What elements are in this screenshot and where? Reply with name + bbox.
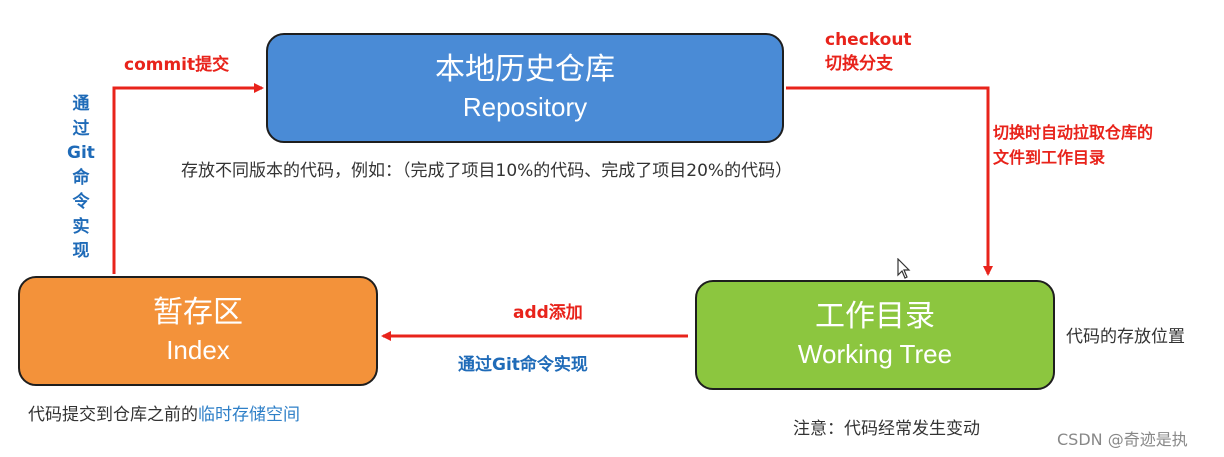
- mouse-cursor-icon: [897, 258, 911, 279]
- watermark: CSDN @奇迹是执: [1057, 430, 1188, 449]
- add-via-label: 通过Git命令实现: [458, 355, 588, 375]
- checkout-label: checkout 切换分支: [825, 28, 912, 76]
- working-tree-subtitle: Working Tree: [797, 339, 953, 369]
- checkout-arrow: [786, 86, 993, 276]
- index-title: 暂存区: [153, 295, 243, 330]
- working-tree-below-note: 注意：代码经常发生变动: [793, 419, 980, 439]
- working-tree-title: 工作目录: [815, 299, 935, 334]
- index-note-highlight: 临时存储空间: [198, 405, 300, 425]
- working-tree-box: 工作目录 Working Tree: [695, 280, 1055, 390]
- commit-label: commit提交: [124, 55, 230, 75]
- auto-pull-label: 切换时自动拉取仓库的 文件到工作目录: [993, 120, 1153, 170]
- index-box: 暂存区 Index: [18, 276, 378, 386]
- commit-arrow: [112, 83, 264, 274]
- add-label: add添加: [513, 303, 583, 323]
- auto-pull-line1: 切换时自动拉取仓库的: [993, 123, 1154, 142]
- repository-box: 本地历史仓库 Repository: [266, 33, 784, 143]
- index-subtitle: Index: [166, 335, 230, 365]
- repository-note: 存放不同版本的代码，例如：（完成了项目10%的代码、完成了项目20%的代码）: [181, 161, 793, 181]
- repository-subtitle: Repository: [462, 92, 588, 122]
- checkout-label-line1: checkout: [825, 30, 912, 50]
- auto-pull-line2: 文件到工作目录: [993, 148, 1106, 167]
- index-note: 代码提交到仓库之前的临时存储空间: [28, 400, 300, 425]
- checkout-label-line2: 切换分支: [825, 54, 893, 74]
- working-tree-side-note: 代码的存放位置: [1066, 327, 1185, 347]
- repository-title: 本地历史仓库: [435, 52, 615, 87]
- commit-via-label: 通过Git命令实现: [67, 94, 95, 261]
- index-note-prefix: 代码提交到仓库之前的: [28, 405, 198, 425]
